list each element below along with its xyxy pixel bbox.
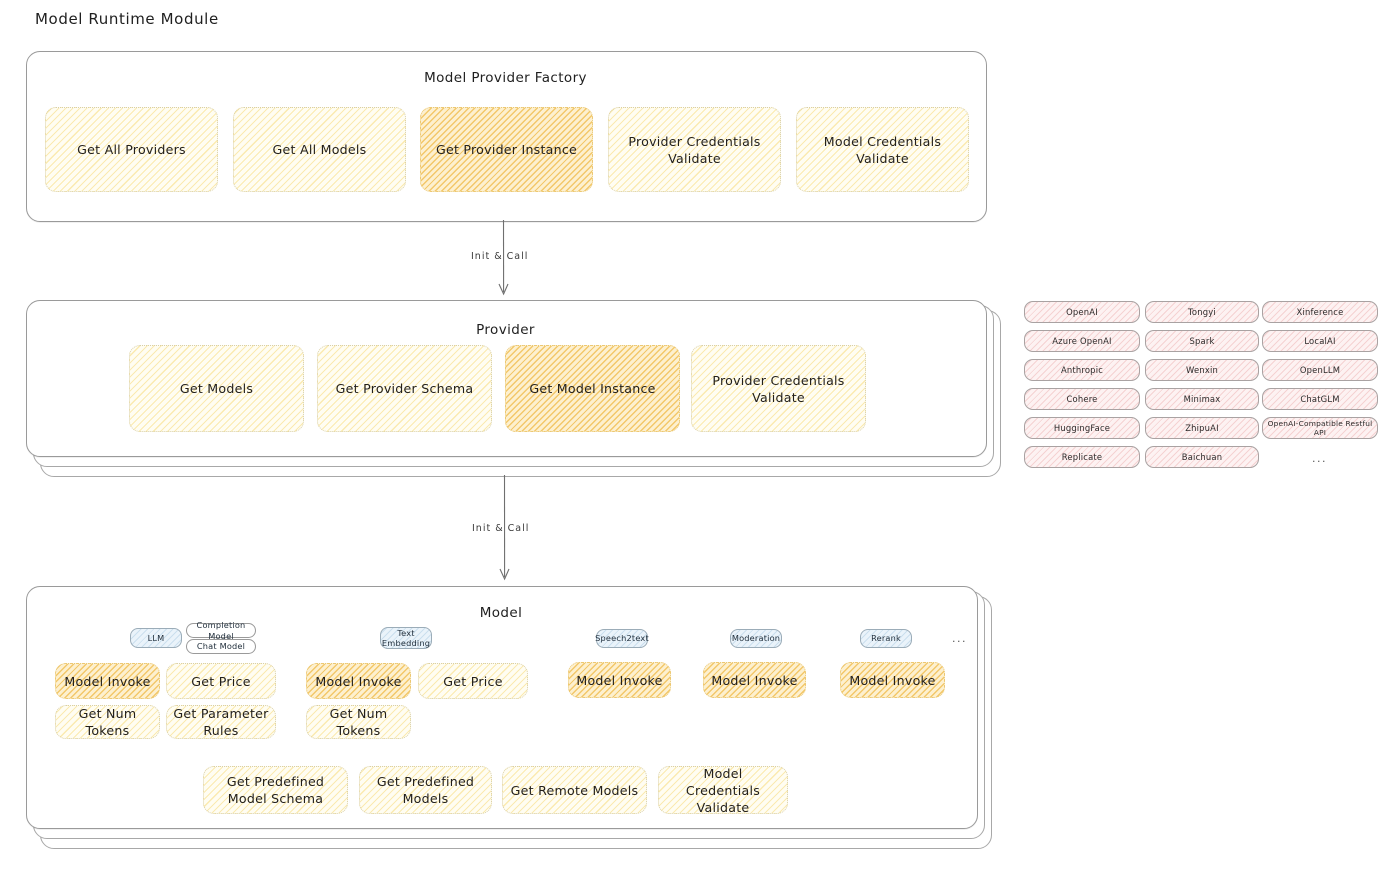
model-provider-factory-title: Model Provider Factory bbox=[424, 70, 587, 86]
provider-pill-spark[interactable]: Spark bbox=[1145, 330, 1259, 352]
model-type-badge-moderation[interactable]: Moderation bbox=[730, 629, 782, 648]
provider-pill-chatglm[interactable]: ChatGLM bbox=[1262, 388, 1378, 410]
model-subtype-badge-completion-model[interactable]: Completion Model bbox=[186, 620, 256, 641]
provider-method-get-provider-schema[interactable]: Get Provider Schema bbox=[317, 345, 492, 432]
rerank-method-model-invoke[interactable]: Model Invoke bbox=[840, 662, 945, 698]
provider-pill-openai[interactable]: OpenAI bbox=[1024, 301, 1140, 323]
provider-pill-zhipuai[interactable]: ZhipuAI bbox=[1145, 417, 1259, 439]
provider-pill-xinference[interactable]: Xinference bbox=[1262, 301, 1378, 323]
model-type-badge-llm[interactable]: LLM bbox=[130, 628, 182, 648]
provider-method-provider-credentials-validate[interactable]: Provider Credentials Validate bbox=[691, 345, 866, 432]
model-method-get-predefined-model-schema[interactable]: Get Predefined Model Schema bbox=[203, 766, 348, 814]
text-embedding-method-get-price[interactable]: Get Price bbox=[418, 663, 528, 699]
llm-method-get-price[interactable]: Get Price bbox=[166, 663, 276, 699]
provider-pill-cohere[interactable]: Cohere bbox=[1024, 388, 1140, 410]
provider-title: Provider bbox=[476, 322, 535, 338]
moderation-method-model-invoke[interactable]: Model Invoke bbox=[703, 662, 806, 698]
factory-method-get-provider-instance[interactable]: Get Provider Instance bbox=[420, 107, 593, 192]
provider-pill-minimax[interactable]: Minimax bbox=[1145, 388, 1259, 410]
model-method-model-credentials-validate[interactable]: Model Credentials Validate bbox=[658, 766, 788, 815]
provider-pill-azure-openai[interactable]: Azure OpenAI bbox=[1024, 330, 1140, 352]
text-embedding-method-model-invoke[interactable]: Model Invoke bbox=[306, 663, 411, 699]
provider-pill-baichuan[interactable]: Baichuan bbox=[1145, 446, 1259, 468]
speech2text-method-model-invoke[interactable]: Model Invoke bbox=[568, 662, 671, 698]
factory-method-get-all-providers[interactable]: Get All Providers bbox=[45, 107, 218, 192]
factory-method-model-credentials-validate[interactable]: Model Credentials Validate bbox=[796, 107, 969, 192]
llm-method-get-parameter-rules[interactable]: Get Parameter Rules bbox=[166, 705, 276, 739]
model-type-badge-speech2text[interactable]: Speech2text bbox=[595, 629, 649, 648]
arrow-provider-to-model bbox=[499, 474, 510, 581]
provider-pill-huggingface[interactable]: HuggingFace bbox=[1024, 417, 1140, 439]
llm-method-get-num-tokens[interactable]: Get Num Tokens bbox=[55, 705, 160, 739]
model-subtype-badge-chat-model[interactable]: Chat Model bbox=[186, 639, 256, 654]
llm-method-model-invoke[interactable]: Model Invoke bbox=[55, 663, 160, 699]
model-types-more: ... bbox=[952, 632, 967, 645]
provider-pill-openai-compatible-restful-api[interactable]: OpenAI-Compatible Restful API bbox=[1262, 417, 1378, 439]
factory-method-provider-credentials-validate[interactable]: Provider Credentials Validate bbox=[608, 107, 781, 192]
model-type-badge-text-embedding[interactable]: Text Embedding bbox=[380, 627, 432, 649]
provider-pill-tongyi[interactable]: Tongyi bbox=[1145, 301, 1259, 323]
model-title: Model bbox=[479, 605, 523, 621]
factory-method-get-all-models[interactable]: Get All Models bbox=[233, 107, 406, 192]
model-method-get-predefined-models[interactable]: Get Predefined Models bbox=[359, 766, 492, 814]
provider-pill-anthropic[interactable]: Anthropic bbox=[1024, 359, 1140, 381]
provider-pill-localai[interactable]: LocalAI bbox=[1262, 330, 1378, 352]
model-method-get-remote-models[interactable]: Get Remote Models bbox=[502, 766, 647, 814]
provider-method-get-models[interactable]: Get Models bbox=[129, 345, 304, 432]
arrow-provider-to-model-label: Init & Call bbox=[472, 523, 530, 534]
provider-pill-openllm[interactable]: OpenLLM bbox=[1262, 359, 1378, 381]
arrow-factory-to-provider-label: Init & Call bbox=[471, 251, 529, 262]
provider-pill-wenxin[interactable]: Wenxin bbox=[1145, 359, 1259, 381]
arrow-factory-to-provider bbox=[498, 219, 509, 296]
provider-method-get-model-instance[interactable]: Get Model Instance bbox=[505, 345, 680, 432]
provider-pill-replicate[interactable]: Replicate bbox=[1024, 446, 1140, 468]
model-type-badge-rerank[interactable]: Rerank bbox=[860, 629, 912, 648]
text-embedding-method-get-num-tokens[interactable]: Get Num Tokens bbox=[306, 705, 411, 739]
provider-list-more: ... bbox=[1312, 452, 1327, 465]
page-title: Model Runtime Module bbox=[35, 10, 219, 28]
